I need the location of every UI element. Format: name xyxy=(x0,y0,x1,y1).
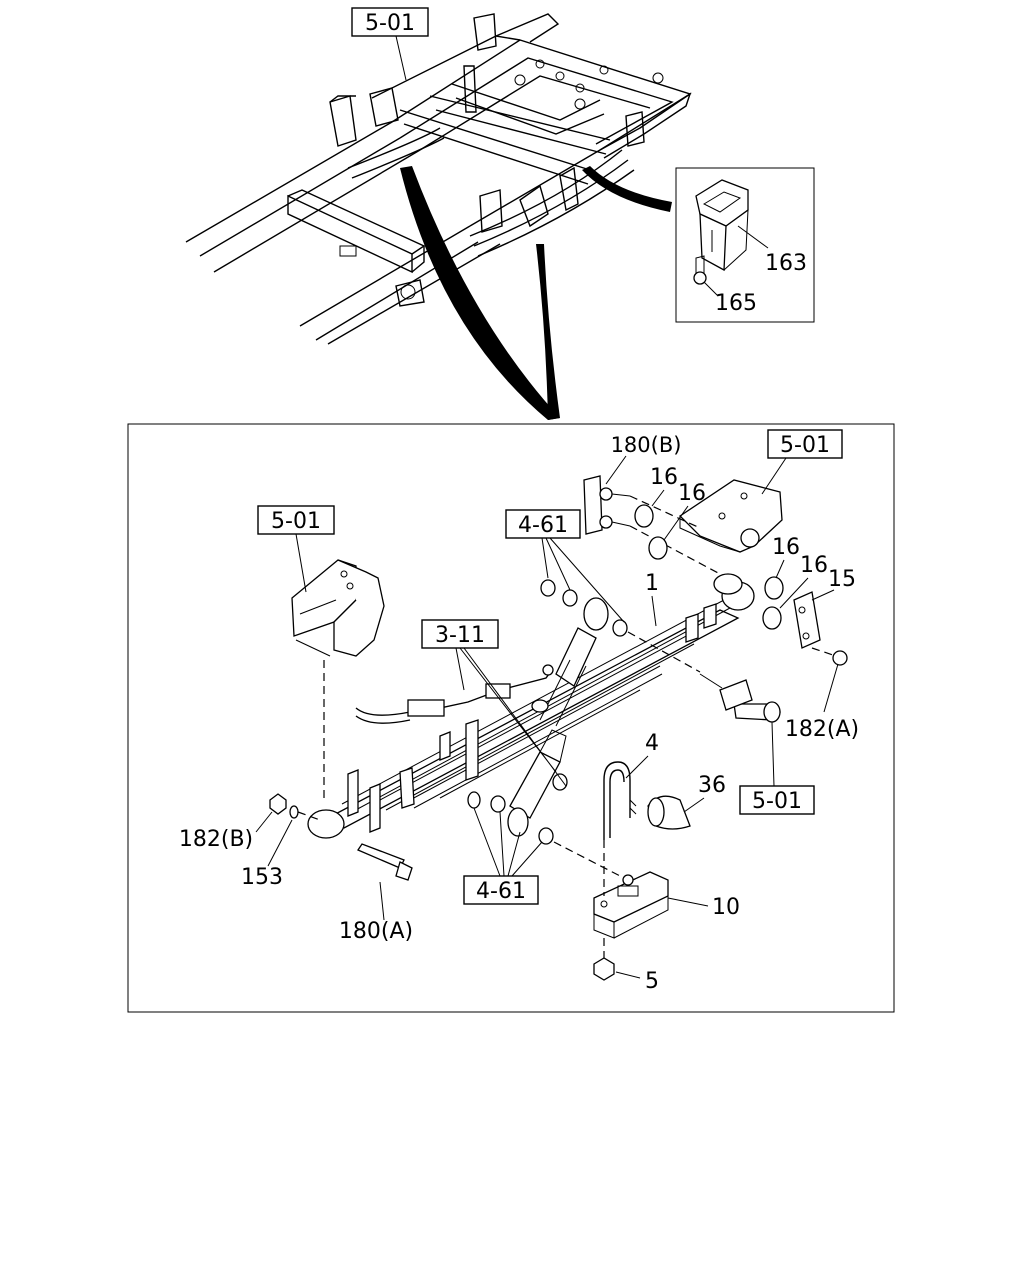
bushings-16: 16 16 16 16 xyxy=(634,465,828,630)
rear-shackle-bracket: 5-01 xyxy=(678,429,843,553)
part-label-5: 5 xyxy=(645,969,659,994)
part-label-180b: 180(B) xyxy=(611,433,682,457)
part-label-163: 163 xyxy=(765,251,807,276)
part-label-16: 16 xyxy=(800,553,828,578)
part-label-165: 165 xyxy=(715,291,757,316)
ref-label: 5-01 xyxy=(271,509,321,534)
leaf-spring-assembly: 1 xyxy=(307,571,755,839)
exploded-view-frame xyxy=(127,423,895,1013)
part-label-16: 16 xyxy=(650,465,678,490)
ref-box-frame-top: 5-01 xyxy=(351,7,429,81)
part-label-153: 153 xyxy=(241,865,283,890)
part-label-16: 16 xyxy=(678,481,706,506)
part-label-182b: 182(B) xyxy=(179,827,253,852)
front-eye-fasteners: 180(A) 182(B) 153 xyxy=(179,793,413,944)
part-label-180a: 180(A) xyxy=(339,919,413,944)
part-label-15: 15 xyxy=(828,567,856,592)
shackle-plate-15: 15 xyxy=(793,567,856,666)
chassis-frame-overview xyxy=(185,13,692,420)
ref-label: 5-01 xyxy=(752,789,802,814)
part-label-10: 10 xyxy=(712,895,740,920)
brake-hose: 3-11 xyxy=(355,619,567,787)
inset-bump-stopper: 163 165 xyxy=(675,167,815,323)
part-label-16: 16 xyxy=(772,535,800,560)
ref-label: 5-01 xyxy=(365,11,415,36)
part-label-182a: 182(A) xyxy=(785,717,859,742)
u-bolt-and-seat: 4 36 xyxy=(603,731,726,840)
part-label-4: 4 xyxy=(645,731,659,756)
shackle-plate-180b: 180(B) xyxy=(583,433,721,575)
ref-shock-upper: 4-61 xyxy=(505,509,625,623)
ref-label: 4-61 xyxy=(518,513,568,538)
ref-shock-lower: 4-61 xyxy=(463,807,543,905)
part-label-36: 36 xyxy=(698,773,726,798)
shackle-pin: 5-01 182(A) xyxy=(699,663,859,815)
ref-label: 3-11 xyxy=(435,623,485,648)
front-hanger-bracket: 5-01 xyxy=(257,505,385,800)
shock-absorber xyxy=(467,579,701,845)
part-label-1: 1 xyxy=(645,571,659,596)
ref-label: 5-01 xyxy=(780,433,830,458)
ref-label: 4-61 xyxy=(476,879,526,904)
spring-seat-plate: 10 5 xyxy=(553,840,740,994)
